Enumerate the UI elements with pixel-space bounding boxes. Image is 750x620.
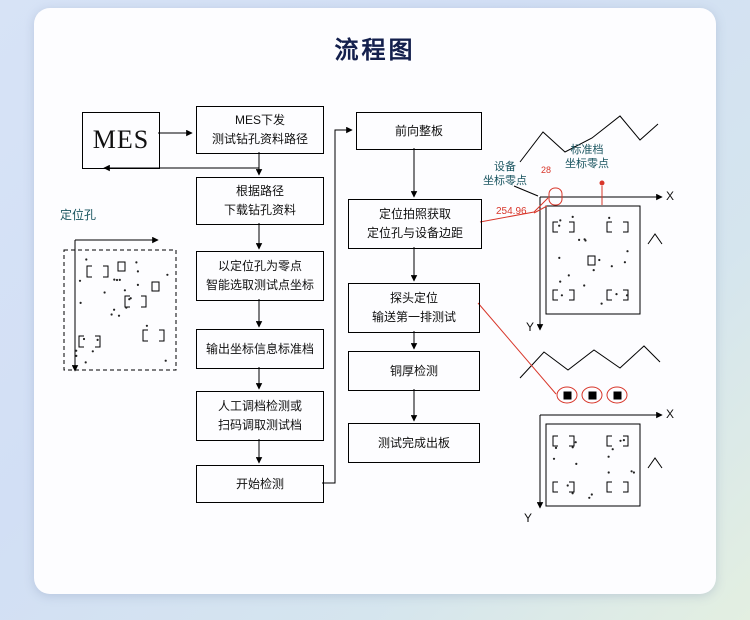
measure-small-label: 28 bbox=[541, 165, 552, 175]
flow-box-start-detection: 开始检测 bbox=[196, 465, 324, 503]
flow-box-copper-thickness: 铜厚检测 bbox=[348, 351, 480, 391]
axis-x-label-top: X bbox=[666, 189, 675, 203]
measure-value-label: 254.96 bbox=[496, 206, 527, 217]
flow-box-test-complete: 测试完成出板 bbox=[348, 423, 480, 463]
axis-y-label-bottom: Y bbox=[524, 511, 533, 525]
axis-y-label-top: Y bbox=[526, 320, 535, 334]
flow-box-output-standard-file: 输出坐标信息标准档 bbox=[196, 329, 324, 369]
device-zero-label: 设备 坐标零点 bbox=[483, 161, 527, 188]
page-title: 流程图 bbox=[334, 37, 416, 64]
positioning-hole-label: 定位孔 bbox=[59, 208, 96, 222]
axis-x-label-bottom: X bbox=[666, 407, 675, 421]
flow-box-mes-send-path: MES下发 测试钻孔资料路径 bbox=[196, 106, 324, 154]
flow-box-probe-position: 探头定位 输送第一排测试 bbox=[348, 283, 480, 333]
standard-zero-label: 标准档 坐标零点 bbox=[565, 144, 609, 171]
flow-box-select-test-points: 以定位孔为零点 智能选取测试点坐标 bbox=[196, 251, 324, 301]
flow-box-manual-or-scan: 人工调档检测或 扫码调取测试档 bbox=[196, 391, 324, 441]
flow-box-download-data: 根据路径 下载钻孔资料 bbox=[196, 177, 324, 225]
flow-box-mes: MES bbox=[82, 112, 160, 169]
flow-box-photo-locate: 定位拍照获取 定位孔与设备边距 bbox=[348, 199, 482, 249]
flow-box-forward-board: 前向整板 bbox=[356, 112, 482, 150]
